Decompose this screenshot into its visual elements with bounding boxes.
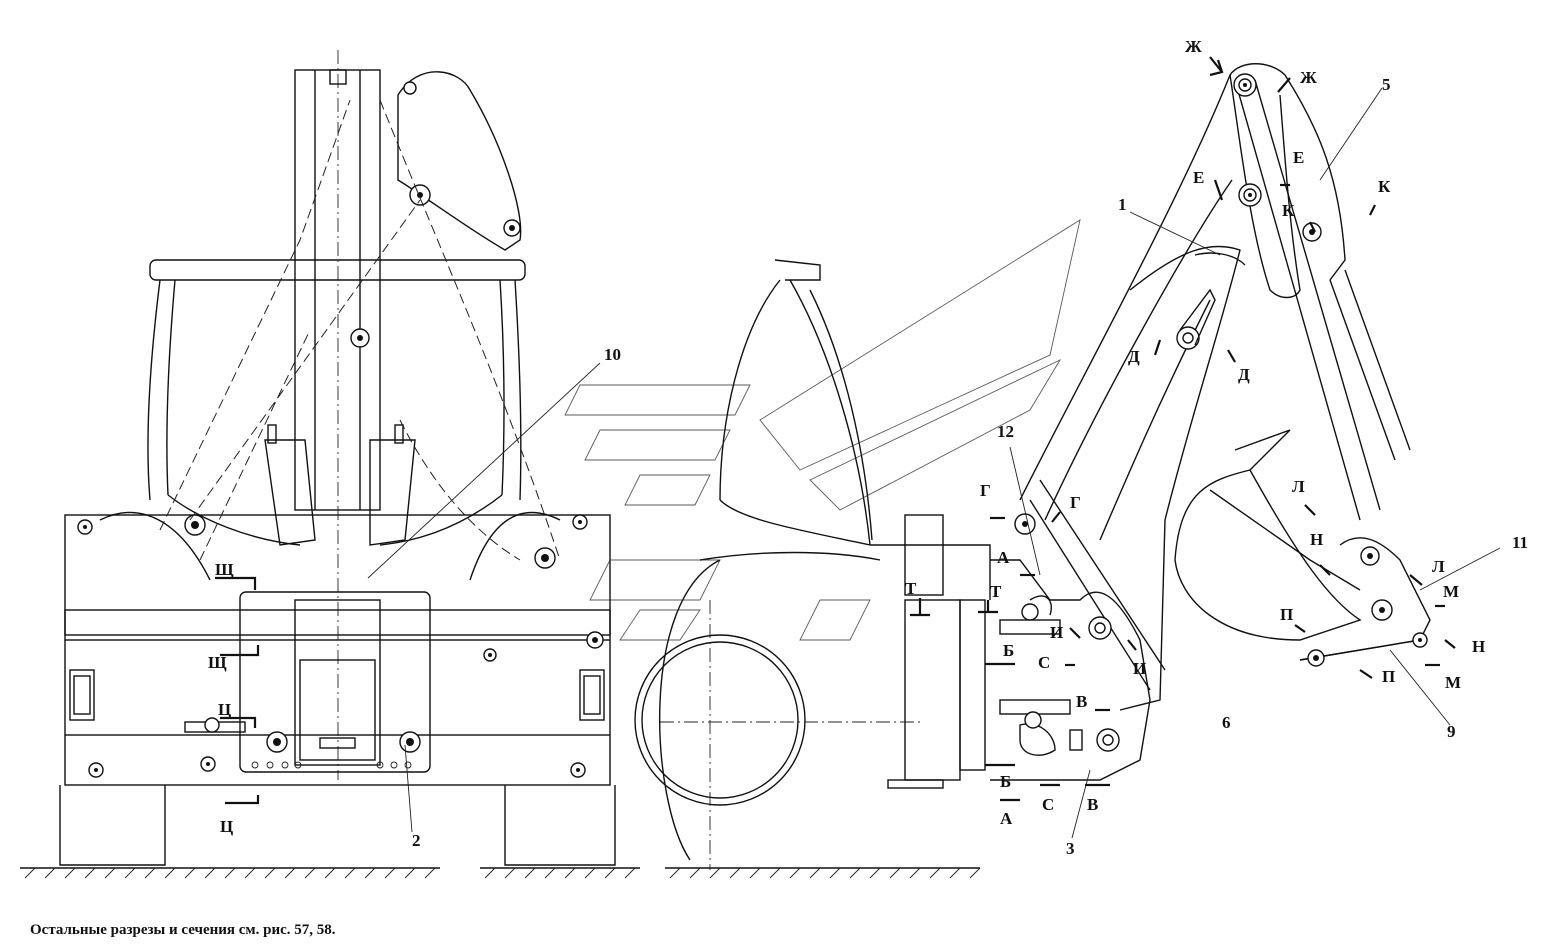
section-label-s-1: С: [1038, 653, 1050, 672]
callout-12: 12: [997, 422, 1014, 441]
section-label-ts-1: Ц: [218, 700, 231, 719]
section-label-k-2: К: [1282, 201, 1295, 220]
ground-lines: [20, 867, 981, 879]
section-label-zh-2: Ж: [1300, 68, 1317, 87]
callout-5: 5: [1382, 75, 1391, 94]
section-label-m-1: М: [1443, 582, 1459, 601]
section-label-v-2: В: [1087, 795, 1098, 814]
callout-3: 3: [1066, 839, 1075, 858]
callout-9: 9: [1447, 722, 1456, 741]
watermark-logo: [564, 219, 1081, 641]
section-label-k-1: К: [1378, 177, 1391, 196]
callout-10: 10: [604, 345, 621, 364]
section-label-d-1: Д: [1128, 347, 1140, 366]
rear-view: [59, 50, 616, 866]
section-label-ts-2: Ц: [220, 817, 233, 836]
section-label-i-2: И: [1133, 659, 1146, 678]
section-label-b-1: Б: [1003, 641, 1014, 660]
section-label-n-1: Н: [1310, 530, 1323, 549]
section-label-zh-1: Ж: [1185, 37, 1202, 56]
section-label-shch-2: Щ: [208, 653, 227, 672]
section-label-g-2: Г: [1070, 493, 1081, 512]
section-label-a-1: А: [997, 548, 1010, 567]
section-label-g-1: Г: [980, 481, 991, 500]
section-labels: Ж Ж Е Е К К Д Д Г Г А А Т Т Б Б И И С С …: [208, 37, 1485, 836]
section-label-b-2: Б: [1000, 772, 1011, 791]
section-label-t-1: Т: [905, 579, 917, 598]
leader-lines: [367, 87, 1501, 839]
section-label-e-2: Е: [1193, 168, 1204, 187]
section-label-t-2: Т: [990, 582, 1002, 601]
callout-11: 11: [1512, 533, 1528, 552]
backhoe-side-view: [990, 63, 1431, 781]
section-label-p-1: П: [1280, 605, 1293, 624]
section-label-i-1: И: [1050, 623, 1063, 642]
section-label-shch-1: Щ: [215, 560, 234, 579]
section-label-n-2: Н: [1472, 637, 1485, 656]
callout-1: 1: [1118, 195, 1127, 214]
section-label-a-2: А: [1000, 809, 1013, 828]
section-label-v-1: В: [1076, 692, 1087, 711]
footnote-text: Остальные разрезы и сечения см. рис. 57,…: [30, 922, 336, 938]
section-label-d-2: Д: [1238, 365, 1250, 384]
section-label-l-2: Л: [1432, 557, 1445, 576]
section-label-p-2: П: [1382, 667, 1395, 686]
side-view-body: [634, 259, 991, 870]
section-arrows: [215, 56, 1456, 805]
section-label-l-1: Л: [1292, 477, 1305, 496]
part-callouts: 1 2 3 5 6 9 10 11 12: [412, 75, 1528, 858]
section-label-m-2: М: [1445, 673, 1461, 692]
callout-2: 2: [412, 831, 421, 850]
section-label-s-2: С: [1042, 795, 1054, 814]
callout-6: 6: [1222, 713, 1231, 732]
section-label-e-1: Е: [1293, 148, 1304, 167]
